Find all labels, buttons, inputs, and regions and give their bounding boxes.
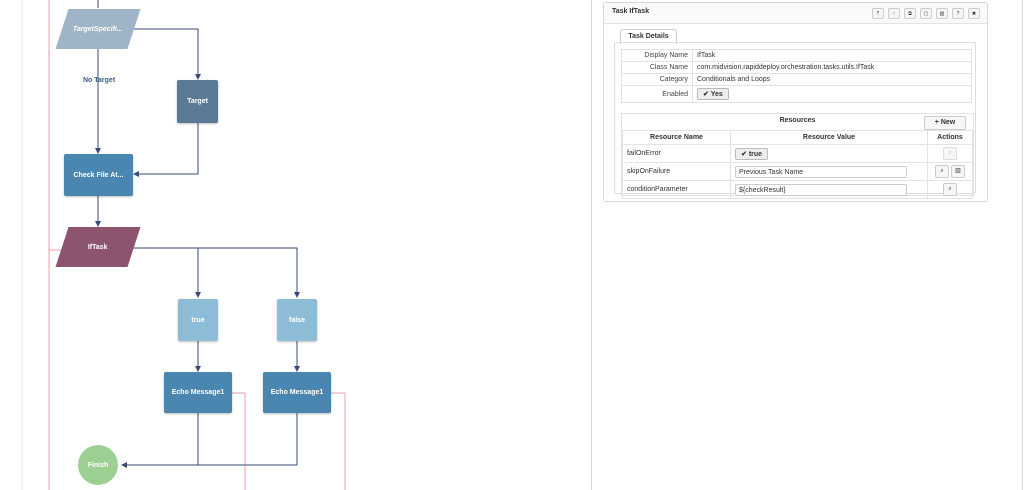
- display-name-label: Display Name: [621, 49, 693, 62]
- fail-on-error-toggle[interactable]: ✔ true: [735, 147, 769, 160]
- actions-cell: ⌕: [927, 180, 973, 199]
- node-label: Target: [187, 98, 208, 105]
- col-actions: Actions: [927, 130, 973, 145]
- table-row: Class Name com.midvision.rapiddeploy.orc…: [621, 61, 972, 74]
- finish-node[interactable]: Finish: [78, 445, 118, 485]
- condition-parameter-input[interactable]: ${checkResult}: [735, 183, 907, 196]
- search-icon[interactable]: ⌕: [935, 165, 950, 178]
- node-label: false: [289, 316, 305, 324]
- panel-header: Task IfTask ⤒ ↑ ⧉ ▢ ▥ ? ✖: [604, 3, 987, 24]
- node-label: Echo Message1: [270, 389, 324, 396]
- node-label: Finish: [87, 461, 109, 469]
- node-label: IfTask: [88, 243, 108, 251]
- table-row: skipOnFailure Previous Task Name ⌕ ▥: [622, 162, 973, 181]
- resource-value-cell: ${checkResult}: [730, 180, 928, 199]
- delete-icon[interactable]: ▥: [950, 165, 965, 178]
- resources-title: Resources: [779, 117, 816, 124]
- resources-table: Resource Name Resource Value Actions fai…: [622, 130, 973, 199]
- table-row: Display Name IfTask: [621, 49, 972, 62]
- paste-icon[interactable]: ▢: [920, 8, 932, 19]
- check-icon: ✔: [741, 150, 747, 158]
- details-table: Display Name IfTask Class Name com.midvi…: [621, 49, 972, 103]
- category-label: Category: [621, 73, 693, 86]
- display-name-value: IfTask: [692, 49, 972, 62]
- search-icon[interactable]: ⌕: [943, 147, 957, 160]
- panel-title: Task IfTask: [612, 8, 650, 15]
- close-icon[interactable]: ✖: [968, 8, 980, 19]
- enabled-toggle-label: Yes: [710, 91, 723, 98]
- target-task-node[interactable]: Target: [177, 80, 218, 123]
- node-label: TargetSpecifi...: [73, 25, 123, 33]
- echo-message-node-1[interactable]: Echo Message1: [164, 372, 232, 413]
- new-resource-label: New: [940, 119, 956, 126]
- enabled-cell: ✔ Yes: [692, 85, 972, 103]
- toggle-label: true: [748, 150, 763, 158]
- resources-section: Resources + New Resource Name Resource V…: [621, 113, 974, 199]
- class-name-value: com.midvision.rapiddeploy.orchestration.…: [692, 61, 972, 74]
- resource-value-cell: ✔ true: [730, 144, 928, 163]
- pane-divider[interactable]: [591, 0, 592, 490]
- delete-icon[interactable]: ▥: [936, 8, 948, 19]
- resource-name: conditionParameter: [622, 180, 731, 199]
- category-value: Conditionals and Loops: [692, 73, 972, 86]
- node-label: Echo Message1: [171, 389, 225, 396]
- target-specific-task-node[interactable]: TargetSpecifi...: [55, 9, 141, 49]
- col-resource-value: Resource Value: [730, 130, 928, 145]
- resource-name: skipOnFailure: [622, 162, 731, 181]
- table-header-row: Resource Name Resource Value Actions: [622, 130, 973, 145]
- table-row: Category Conditionals and Loops: [621, 73, 972, 86]
- edge-label-no-target: No Target: [83, 77, 116, 84]
- plus-icon: +: [934, 119, 939, 126]
- move-up-icon[interactable]: ↑: [888, 8, 900, 19]
- skip-on-failure-input[interactable]: Previous Task Name: [735, 165, 907, 178]
- flow-connectors: [21, 0, 346, 490]
- echo-message-node-2[interactable]: Echo Message1: [263, 372, 331, 413]
- class-name-label: Class Name: [621, 61, 693, 74]
- actions-cell: ⌕: [927, 144, 973, 163]
- col-resource-name: Resource Name: [622, 130, 731, 145]
- iftask-node[interactable]: IfTask: [55, 227, 141, 267]
- resource-value-cell: Previous Task Name: [730, 162, 928, 181]
- search-icon[interactable]: ⌕: [943, 183, 957, 196]
- check-icon: ✔: [703, 91, 709, 98]
- flow-canvas[interactable]: TargetSpecifi... No Target Target Check …: [0, 0, 590, 490]
- task-details-pane: Display Name IfTask Class Name com.midvi…: [614, 42, 976, 199]
- enabled-label: Enabled: [621, 85, 693, 103]
- node-label: Check File At...: [73, 171, 124, 179]
- task-properties-panel: Task IfTask ⤒ ↑ ⧉ ▢ ▥ ? ✖ Task Details D…: [603, 2, 988, 202]
- move-top-icon[interactable]: ⤒: [872, 8, 884, 19]
- node-label: true: [191, 316, 205, 324]
- check-file-task-node[interactable]: Check File At...: [64, 154, 133, 196]
- table-row: failOnError ✔ true ⌕: [622, 144, 973, 163]
- actions-cell: ⌕ ▥: [927, 162, 973, 181]
- tab-task-details[interactable]: Task Details: [620, 29, 677, 44]
- copy-icon[interactable]: ⧉: [904, 8, 916, 19]
- false-branch-node[interactable]: false: [277, 299, 317, 341]
- true-branch-node[interactable]: true: [178, 299, 218, 341]
- table-row: conditionParameter ${checkResult} ⌕: [622, 180, 973, 199]
- table-row: Enabled ✔ Yes: [621, 85, 972, 103]
- right-edge-divider: [1022, 0, 1023, 490]
- help-icon[interactable]: ?: [952, 8, 964, 19]
- new-resource-button[interactable]: + New: [924, 116, 966, 130]
- resource-name: failOnError: [622, 144, 731, 163]
- enabled-toggle-button[interactable]: ✔ Yes: [697, 88, 729, 100]
- resources-header: Resources + New: [622, 114, 973, 130]
